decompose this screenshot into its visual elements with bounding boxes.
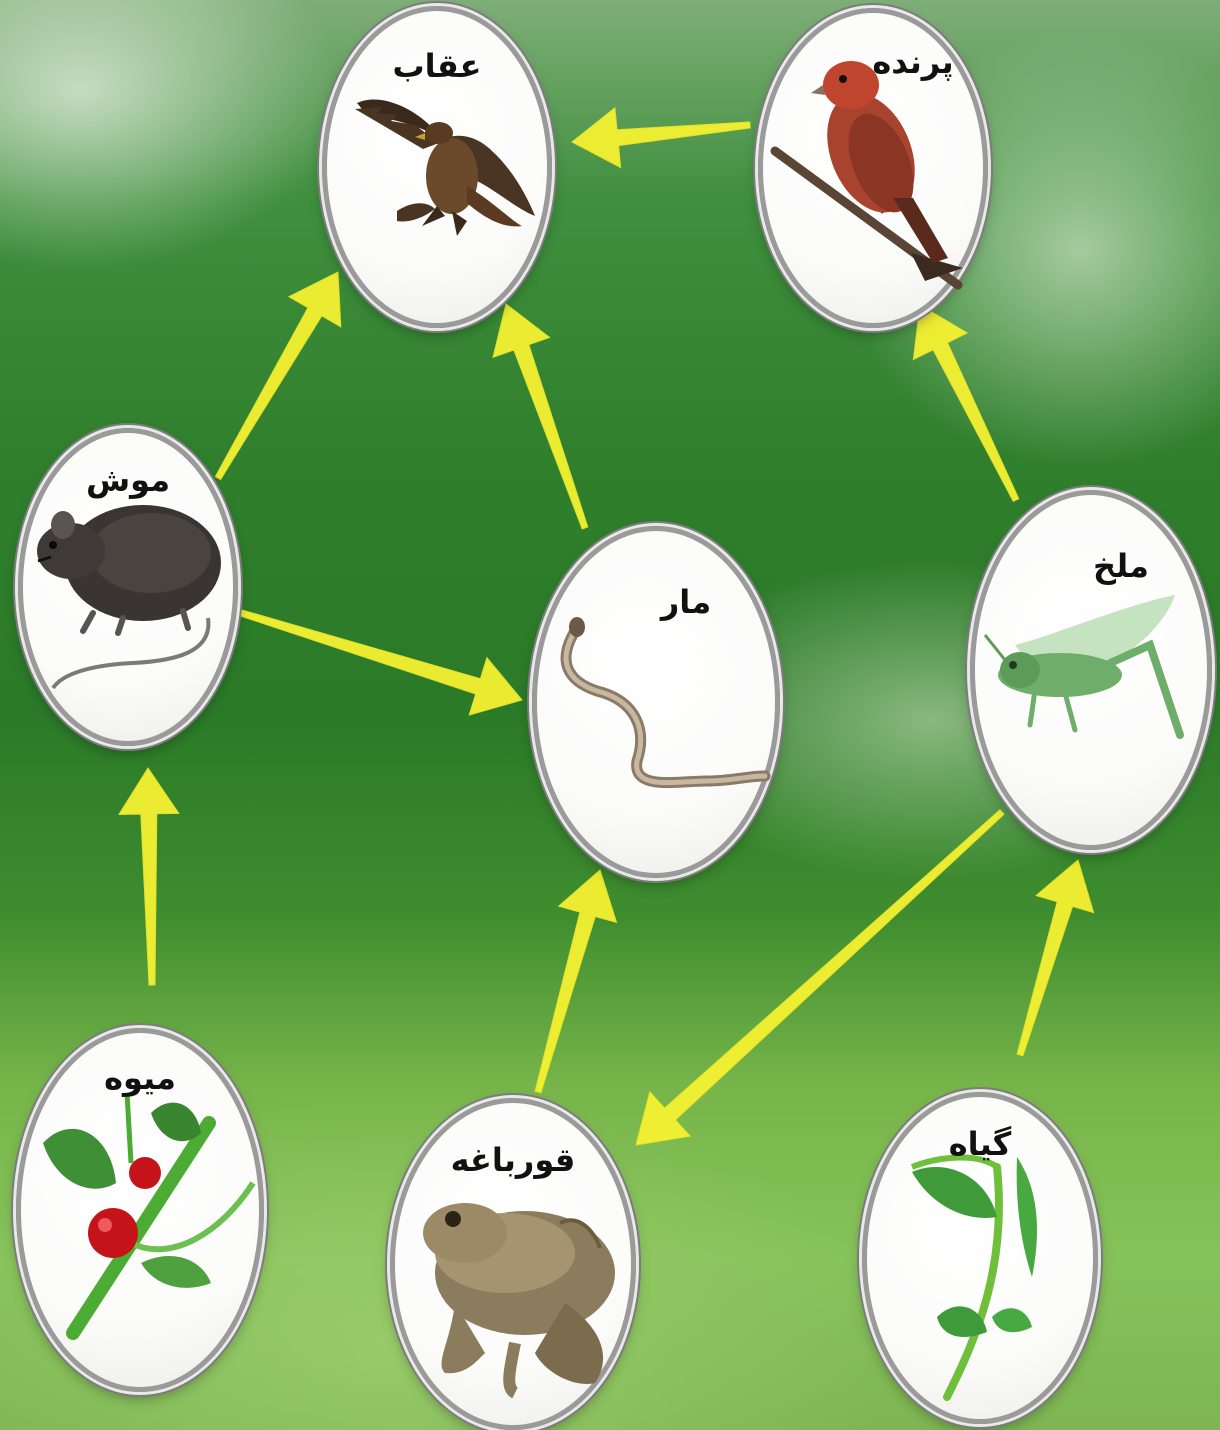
node-snake-label: مار xyxy=(597,583,775,621)
arrow-grasshopper-to-bird xyxy=(913,305,1018,501)
node-mouse[interactable]: موش xyxy=(18,428,238,746)
arrow-fruit-to-mouse xyxy=(119,768,179,985)
node-frog-label: قورباغه xyxy=(395,1141,631,1179)
node-grasshopper-label: ملخ xyxy=(1035,547,1207,585)
arrow-bird-to-eagle xyxy=(572,108,750,168)
arrow-snake-to-eagle xyxy=(493,304,588,529)
node-plant-label: گیاه xyxy=(867,1125,1093,1163)
arrow-mouse-to-snake xyxy=(237,609,522,715)
node-snake[interactable]: مار xyxy=(532,526,780,878)
node-eagle[interactable]: عقاب xyxy=(322,6,552,328)
node-eagle-label: عقاب xyxy=(327,47,547,85)
node-bird-label: پرنده xyxy=(853,43,973,81)
arrow-mouse-to-eagle xyxy=(215,272,340,480)
node-fruit-label: میوه xyxy=(21,1059,259,1097)
node-bird[interactable]: پرنده xyxy=(758,8,988,328)
node-fruit[interactable]: میوه xyxy=(16,1028,264,1392)
node-mouse-label: موش xyxy=(23,461,233,499)
node-frog[interactable]: قورباغه xyxy=(390,1098,636,1430)
node-grasshopper[interactable]: ملخ xyxy=(970,490,1212,850)
node-plant[interactable]: گیاه xyxy=(862,1092,1098,1424)
arrow-plant-to-grasshopper xyxy=(1017,860,1094,1056)
arrow-frog-to-snake xyxy=(535,870,616,1093)
